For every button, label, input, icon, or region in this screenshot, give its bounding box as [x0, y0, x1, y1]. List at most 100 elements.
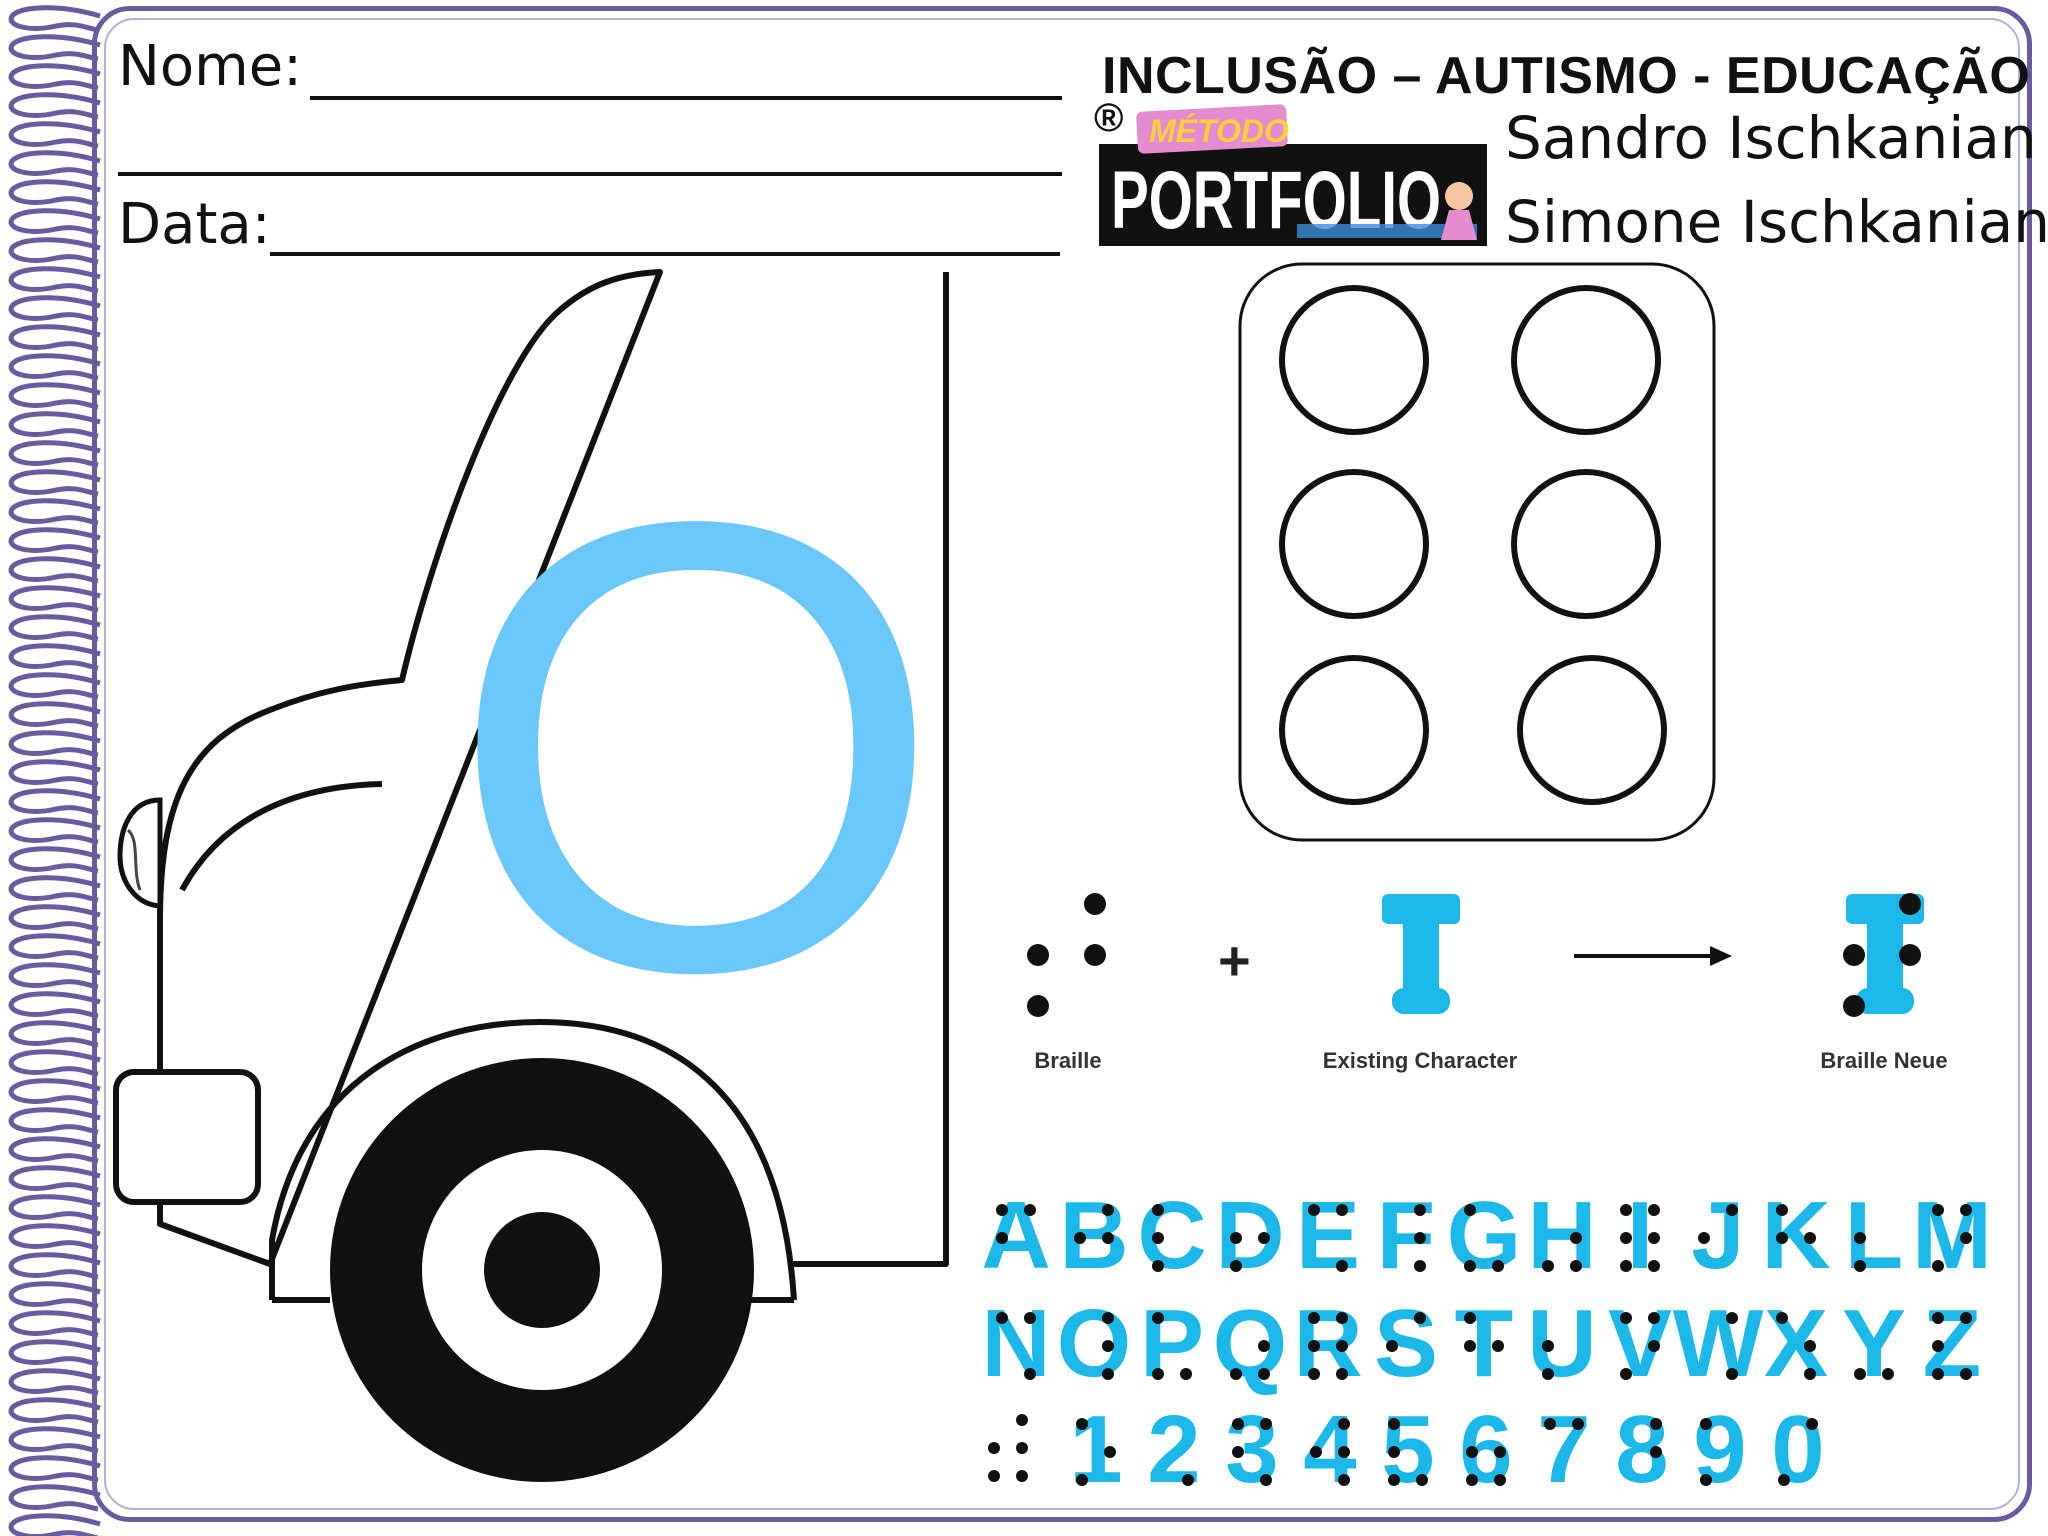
alphabet-braille-dot: [1932, 1340, 1944, 1352]
alphabet-glyph: H: [1527, 1182, 1596, 1289]
alphabet-glyph: A: [981, 1182, 1050, 1289]
alphabet-glyph: L: [1845, 1182, 1904, 1289]
number-prefix-dot: [988, 1442, 1000, 1454]
alphabet-braille-dot: [1260, 1418, 1272, 1430]
alphabet-glyph: 8: [1615, 1396, 1668, 1500]
name-field[interactable]: [310, 96, 1062, 100]
alphabet-braille-dot: [1570, 1232, 1582, 1244]
spiral-ring: [8, 179, 101, 207]
alphabet-glyph: U: [1527, 1290, 1596, 1397]
spiral-ring: [8, 672, 101, 700]
wheel-hub: [484, 1212, 600, 1328]
spiral-ring: [8, 962, 101, 990]
alphabet-braille-dot: [1542, 1260, 1554, 1272]
alphabet-braille-dot: [1804, 1232, 1816, 1244]
logo-top-text: MÉTODO: [1149, 113, 1289, 149]
spiral-ring: [8, 701, 101, 729]
alphabet-braille-dot: [1336, 1368, 1348, 1380]
alphabet-braille-dot: [1726, 1312, 1738, 1324]
alphabet-braille-dot: [1024, 1204, 1036, 1216]
big-letter: O: [447, 389, 945, 1104]
alphabet-braille-dot: [1700, 1418, 1712, 1430]
alphabet-braille-dot: [1338, 1418, 1350, 1430]
alphabet-braille-dot: [1650, 1418, 1662, 1430]
spiral-ring: [8, 933, 101, 961]
alphabet-braille-dot: [1336, 1204, 1348, 1216]
spiral-ring: [8, 904, 101, 932]
alphabet-braille-dot: [1308, 1340, 1320, 1352]
alphabet-braille-dot: [1336, 1340, 1348, 1352]
alphabet-braille-dot: [1416, 1474, 1428, 1486]
alphabet-glyph: O: [1057, 1290, 1132, 1397]
spiral-ring: [8, 469, 101, 497]
spiral-ring: [8, 498, 101, 526]
number-prefix-dot: [1016, 1470, 1028, 1482]
alphabet-glyph: 4: [1303, 1396, 1356, 1500]
alphabet-braille-dot: [1494, 1446, 1506, 1458]
spiral-ring: [8, 295, 101, 323]
alphabet-braille-dot: [1102, 1312, 1114, 1324]
alphabet-braille-dot: [1102, 1204, 1114, 1216]
caption-braille-neue: Braille Neue: [1820, 1048, 1948, 1073]
alphabet-glyph: Q: [1213, 1290, 1288, 1397]
alphabet-braille-dot: [1726, 1204, 1738, 1216]
braille-neue-t: [1846, 894, 1924, 1014]
number-prefix-dot: [988, 1470, 1000, 1482]
page-frame: [92, 6, 2032, 1522]
braille-dot-6: [1517, 655, 1667, 805]
alphabet-glyph: P: [1140, 1290, 1204, 1397]
alphabet-braille-dot: [1776, 1204, 1788, 1216]
spiral-ring: [8, 1339, 101, 1367]
alphabet-glyph: S: [1374, 1290, 1438, 1397]
alphabet-glyph: C: [1137, 1182, 1206, 1289]
alphabet-braille-dot: [1960, 1312, 1972, 1324]
alphabet-glyph: N: [981, 1290, 1050, 1397]
truck-illustration: O: [113, 269, 949, 1482]
spiral-ring: [8, 324, 101, 352]
spiral-ring: [8, 1426, 101, 1454]
spiral-ring: [8, 1078, 101, 1106]
alphabet-glyph: 6: [1459, 1396, 1512, 1500]
author-1: Sandro Ischkanian: [1505, 104, 2037, 172]
spiral-ring: [8, 1484, 101, 1512]
alphabet-braille-dot: [1854, 1260, 1866, 1272]
alphabet-braille-dot: [1024, 1312, 1036, 1324]
alphabet-braille-dot: [1932, 1368, 1944, 1380]
alphabet-braille-dot: [1152, 1312, 1164, 1324]
alphabet-braille-dot: [1932, 1260, 1944, 1272]
page-frame-inner: [104, 18, 2020, 1510]
spiral-ring: [8, 440, 101, 468]
alphabet-braille-dot: [1698, 1232, 1710, 1244]
alphabet-braille-dot: [1806, 1418, 1818, 1430]
date-field[interactable]: [270, 252, 1060, 256]
caption-braille: Braille: [1034, 1048, 1102, 1073]
alphabet-braille-dot: [1648, 1312, 1660, 1324]
alphabet-braille-dot: [1388, 1418, 1400, 1430]
alphabet-braille-dot: [1804, 1340, 1816, 1352]
spiral-ring: [8, 1455, 101, 1483]
name-field-line-2[interactable]: [118, 172, 1062, 176]
alphabet-braille-dot: [1776, 1232, 1788, 1244]
alphabet-braille-dot: [1102, 1340, 1114, 1352]
alphabet-braille-dot: [1648, 1232, 1660, 1244]
alphabet-braille-dot: [1932, 1312, 1944, 1324]
alphabet-braille-dot: [1076, 1474, 1088, 1486]
alphabet-braille-dot: [1102, 1232, 1114, 1244]
alphabet-braille-dot: [1074, 1232, 1086, 1244]
spiral-ring: [8, 1513, 101, 1536]
alphabet-glyph: F: [1377, 1182, 1436, 1289]
spiral-ring: [8, 1310, 101, 1338]
alphabet-glyph: T: [1455, 1290, 1514, 1397]
name-label: Nome:: [118, 34, 303, 99]
spiral-ring: [8, 121, 101, 149]
alphabet-glyph: E: [1296, 1182, 1360, 1289]
spiral-ring: [8, 1397, 101, 1425]
alphabet-braille-dot: [1152, 1368, 1164, 1380]
alphabet-braille-dot: [1464, 1260, 1476, 1272]
alphabet-braille-dot: [1308, 1312, 1320, 1324]
bumper: [113, 1069, 261, 1205]
alphabet-braille-dot: [1464, 1204, 1476, 1216]
alphabet-glyph: 2: [1147, 1396, 1200, 1500]
alphabet-braille-dot: [1648, 1260, 1660, 1272]
alphabet-braille-dot: [1620, 1260, 1632, 1272]
